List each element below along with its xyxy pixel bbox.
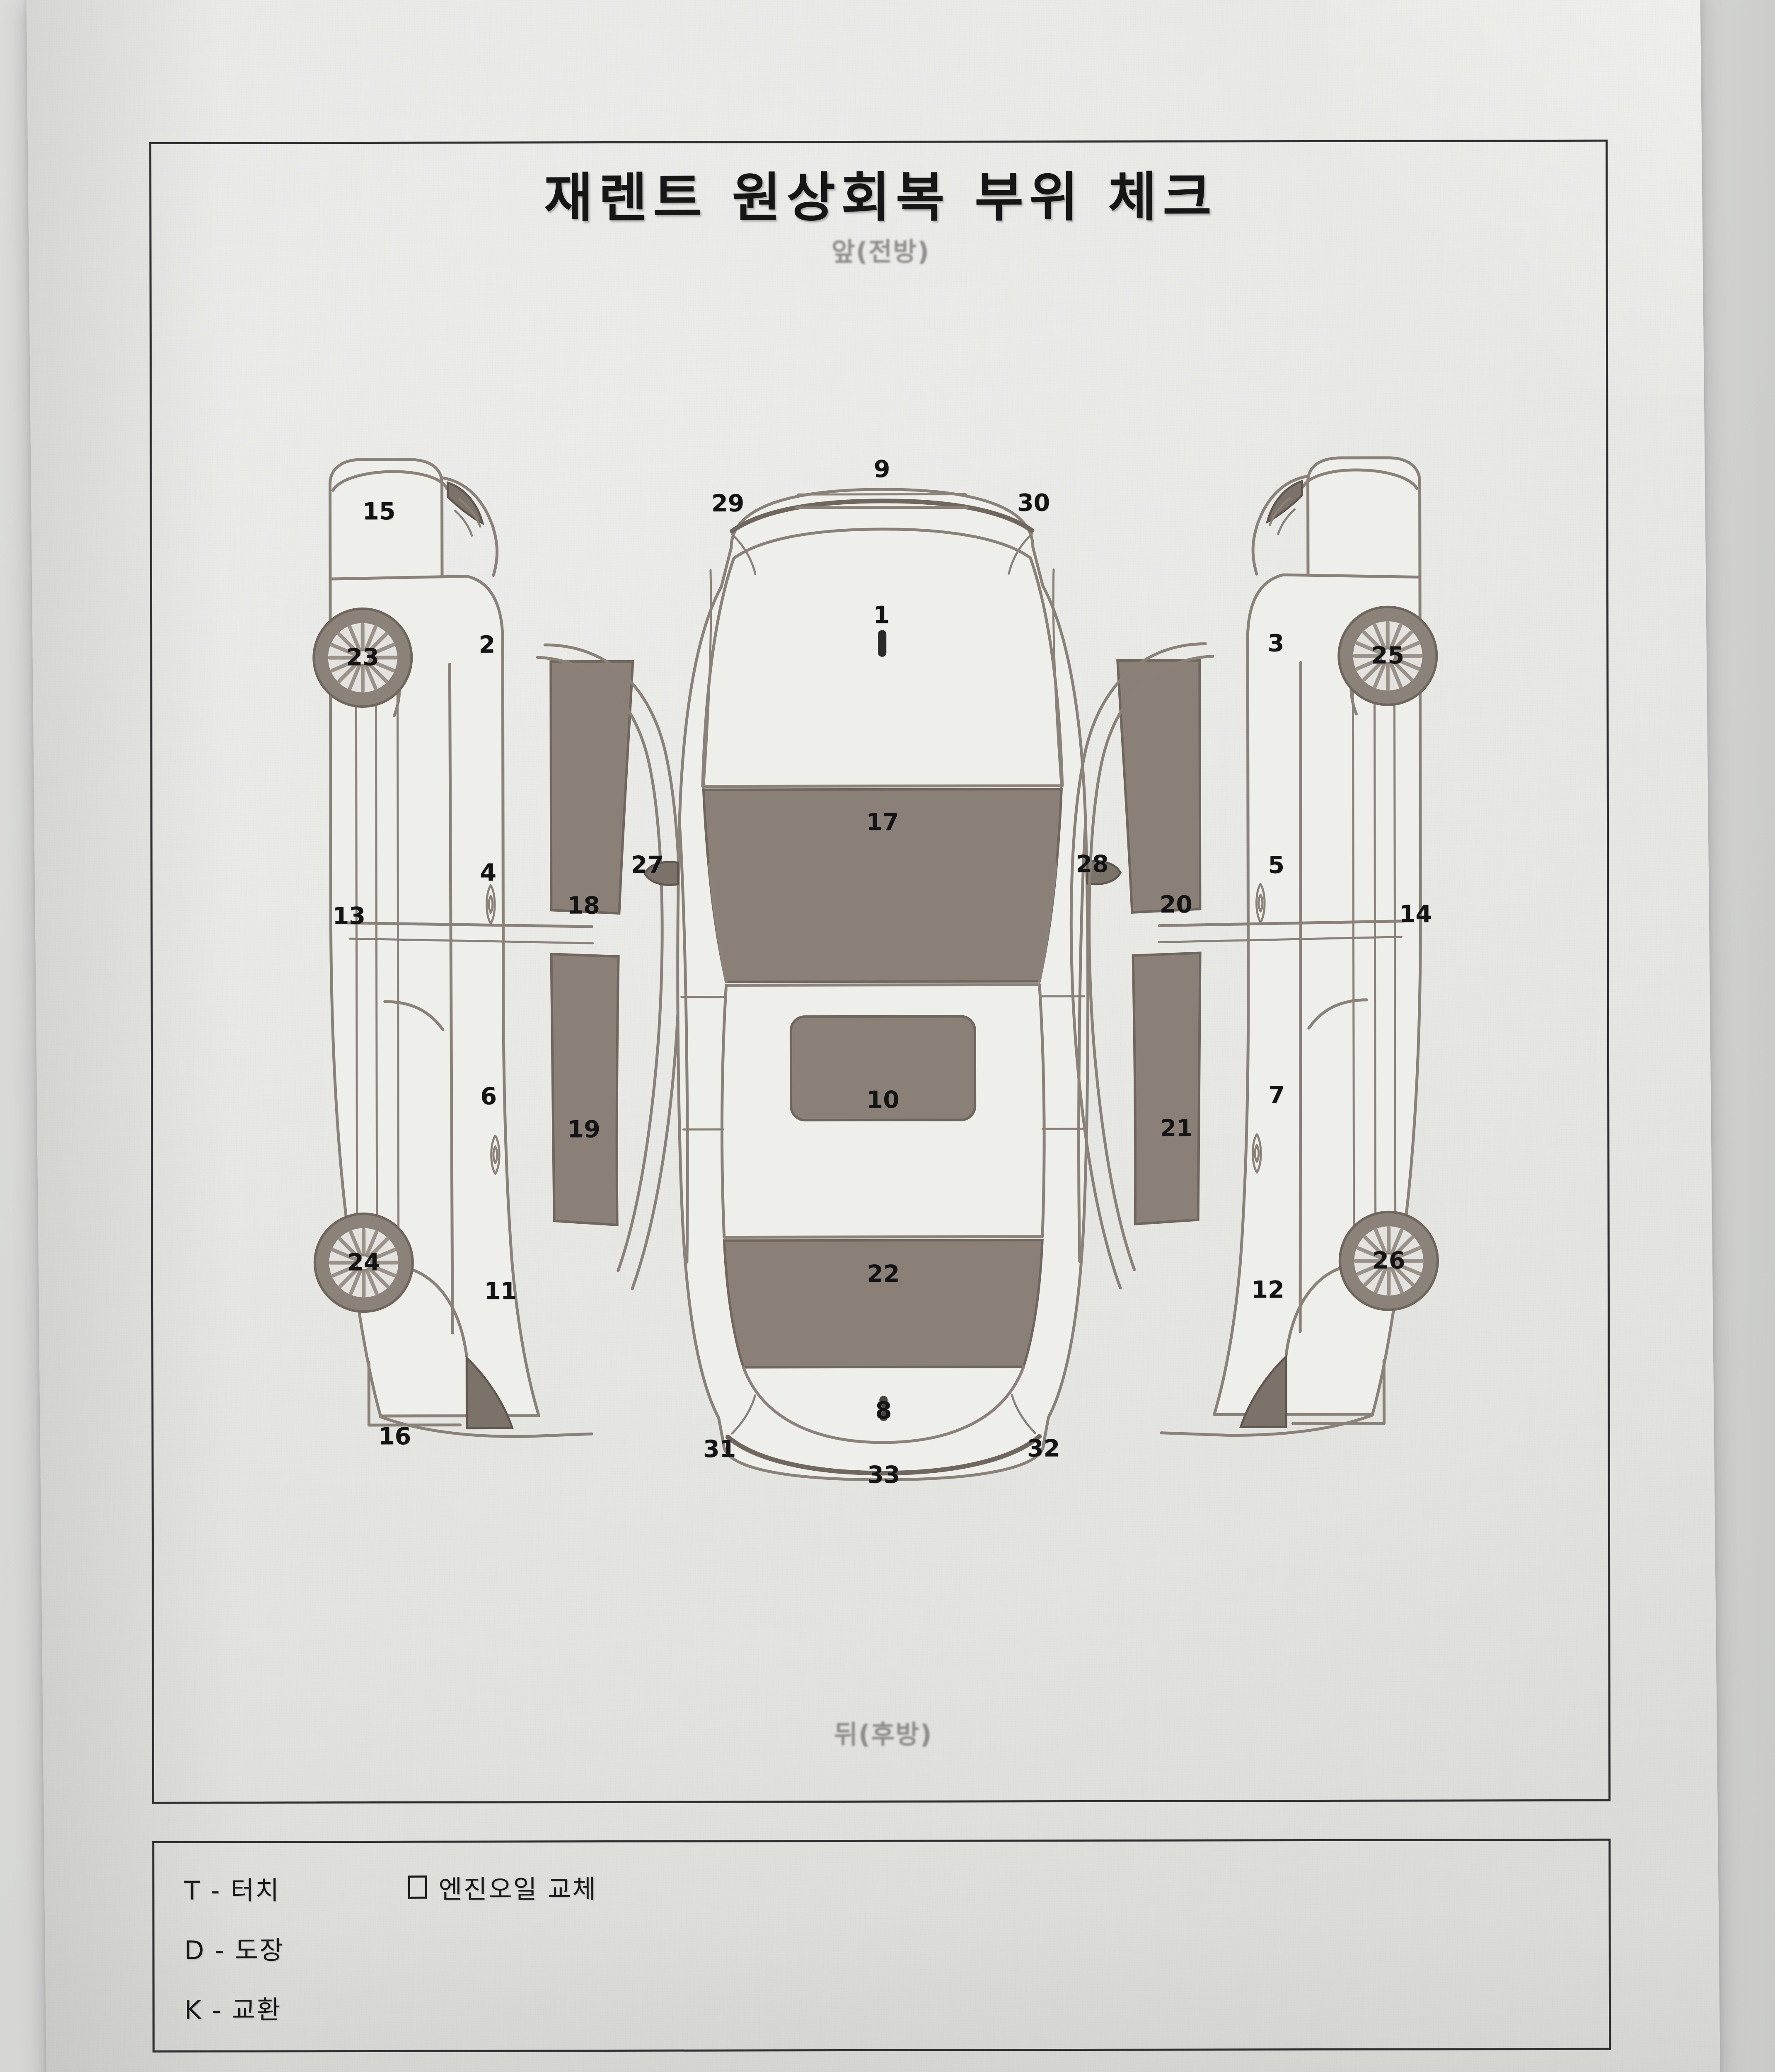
diagram-frame: 재렌트 원상회복 부위 체크 앞(전방) 뒤(후방) .ln { fill:no…: [149, 139, 1613, 1804]
legend-row-touch: T - 터치: [184, 1869, 284, 1907]
part-number-32: 32: [1027, 1435, 1060, 1462]
part-number-7: 7: [1268, 1081, 1285, 1109]
part-number-2: 2: [479, 631, 496, 659]
car-diagram-svg: .ln { fill:none; stroke:#8a8178; stroke-…: [152, 456, 1613, 1481]
part-number-9: 9: [873, 455, 890, 483]
part-number-31: 31: [703, 1435, 736, 1463]
part-number-26: 26: [1372, 1247, 1405, 1275]
rear-orientation-label: 뒤(후방): [834, 1719, 933, 1750]
part-number-29: 29: [711, 489, 745, 518]
part-number-4: 4: [480, 859, 497, 887]
front-orientation-label: 앞(전방): [831, 236, 930, 267]
part-number-1: 1: [873, 601, 890, 629]
part-number-27: 27: [631, 851, 664, 879]
legend-code-list: T - 터치 D - 도장 K - 교환: [184, 1869, 284, 2048]
right-side-view: [1069, 456, 1438, 1437]
part-number-33: 33: [867, 1461, 900, 1489]
left-side-view: [313, 458, 682, 1438]
legend-key-t: T: [184, 1875, 201, 1906]
part-number-5: 5: [1268, 851, 1285, 879]
part-number-20: 20: [1159, 891, 1193, 919]
paper-sheet: 재렌트 원상회복 부위 체크 앞(전방) 뒤(후방) .ln { fill:no…: [26, 0, 1722, 2072]
part-number-24: 24: [347, 1249, 380, 1276]
legend-key-k: K: [184, 1995, 203, 2025]
legend-frame: T - 터치 D - 도장 K - 교환 엔진오일 교체: [152, 1838, 1611, 2053]
legend-row-paint: D - 도장: [184, 1929, 285, 1966]
legend-label-t: 터치: [230, 1875, 281, 1906]
part-number-16: 16: [378, 1423, 411, 1450]
part-number-30: 30: [1017, 489, 1050, 517]
legend-label-d: 도장: [235, 1935, 285, 1965]
part-number-15: 15: [362, 498, 396, 525]
part-number-8: 8: [875, 1397, 892, 1425]
part-number-25: 25: [1371, 642, 1405, 670]
legend-row-replace: K - 교환: [184, 1989, 285, 2026]
part-number-19: 19: [567, 1116, 601, 1143]
part-number-11: 11: [484, 1277, 517, 1305]
legend-label-k: 교환: [232, 1995, 282, 2025]
car-diagram: .ln { fill:none; stroke:#8a8178; stroke-…: [152, 266, 1613, 1711]
part-number-17: 17: [866, 808, 899, 836]
legend-dash-d: -: [215, 1935, 225, 1965]
part-number-3: 3: [1267, 629, 1284, 657]
checkbox-icon[interactable]: [408, 1875, 427, 1899]
page-title: 재렌트 원상회복 부위 체크: [544, 166, 1218, 230]
printed-content: 재렌트 원상회복 부위 체크 앞(전방) 뒤(후방) .ln { fill:no…: [149, 139, 1613, 2069]
legend-key-d: D: [184, 1935, 206, 1965]
part-number-13: 13: [332, 902, 366, 930]
legend-dash-t: -: [210, 1875, 221, 1906]
part-number-14: 14: [1399, 900, 1432, 928]
part-number-28: 28: [1076, 850, 1109, 878]
part-number-21: 21: [1160, 1115, 1193, 1143]
legend-dash-k: -: [212, 1995, 222, 2025]
engine-oil-change-label: 엔진오일 교체: [438, 1874, 597, 1905]
part-number-22: 22: [867, 1260, 900, 1288]
engine-oil-change-checkbox-row[interactable]: 엔진오일 교체: [408, 1868, 597, 1906]
part-number-23: 23: [346, 644, 380, 671]
part-number-12: 12: [1251, 1276, 1284, 1304]
top-view: [643, 488, 1122, 1481]
part-number-18: 18: [567, 892, 600, 920]
part-number-6: 6: [480, 1082, 497, 1111]
part-number-10: 10: [866, 1086, 900, 1114]
